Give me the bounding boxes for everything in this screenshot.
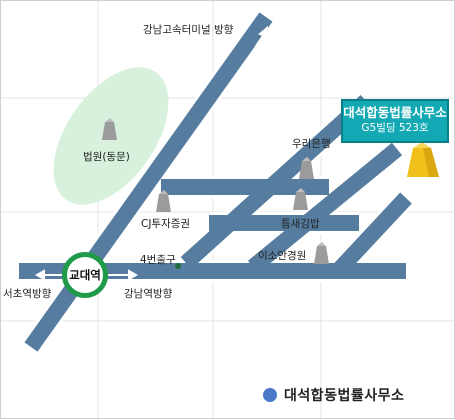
building-icon <box>156 190 171 212</box>
arrow-icon <box>255 25 268 47</box>
label-teumsae: 틈새김밥 <box>281 218 320 230</box>
legend: 대석합동법률사무소 <box>263 385 404 405</box>
building-icon <box>299 157 314 179</box>
label-gangnam: 강남역방향 <box>124 288 173 300</box>
label-isoan: 이소안경원 <box>258 250 307 262</box>
destination-name: 대석합동법률사무소 <box>343 105 447 120</box>
exit-marker <box>175 263 181 269</box>
label-woori-bank: 우리은행 <box>292 138 331 150</box>
label-exit4: 4번출구 <box>140 254 176 266</box>
building-icon <box>314 242 329 264</box>
label-highway-bus: 강남고속터미널 방향 <box>143 24 234 36</box>
building-icon <box>102 118 117 140</box>
destination-detail: G5빌딩 523호 <box>361 122 429 134</box>
legend-dot-icon <box>263 388 277 402</box>
station-marker[interactable]: 교대역 <box>62 252 108 298</box>
label-seocho: 서초역방향 <box>3 288 52 300</box>
arrow-icon <box>34 269 139 281</box>
label-court: 법원(동문) <box>83 151 130 163</box>
destination-callout[interactable]: 대석합동법률사무소 G5빌딩 523호 <box>341 99 449 143</box>
station-name: 교대역 <box>69 268 101 282</box>
label-cj-securities: CJ투자증권 <box>141 218 191 230</box>
building-icon <box>293 188 308 210</box>
legend-text: 대석합동법률사무소 <box>284 388 405 404</box>
destination-building-icon <box>407 142 439 177</box>
